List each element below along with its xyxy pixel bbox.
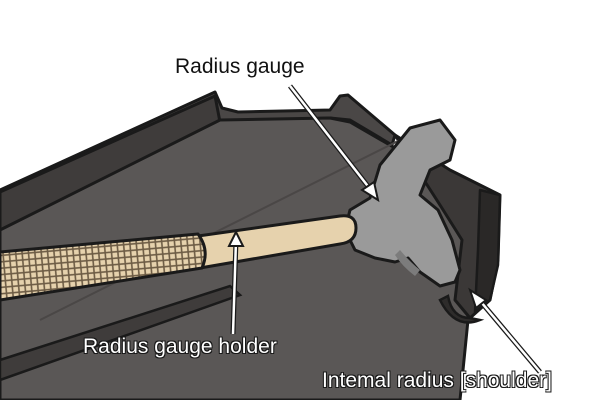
label-radius-gauge: Radius gauge (175, 55, 305, 78)
label-radius-gauge-holder: Radius gauge holder (83, 335, 277, 358)
arrow-radius-gauge-holder (227, 229, 245, 335)
label-internal-radius: Intemal radius [shoulder] (322, 369, 552, 392)
internal-radius-shoulder (438, 294, 485, 324)
channel-right-wall-face (473, 188, 502, 314)
arrow-internal-radius (468, 287, 542, 374)
arrow-radius-gauge (288, 84, 380, 203)
knurled-holder-icon (0, 232, 207, 302)
channel-front-edge (0, 284, 243, 382)
